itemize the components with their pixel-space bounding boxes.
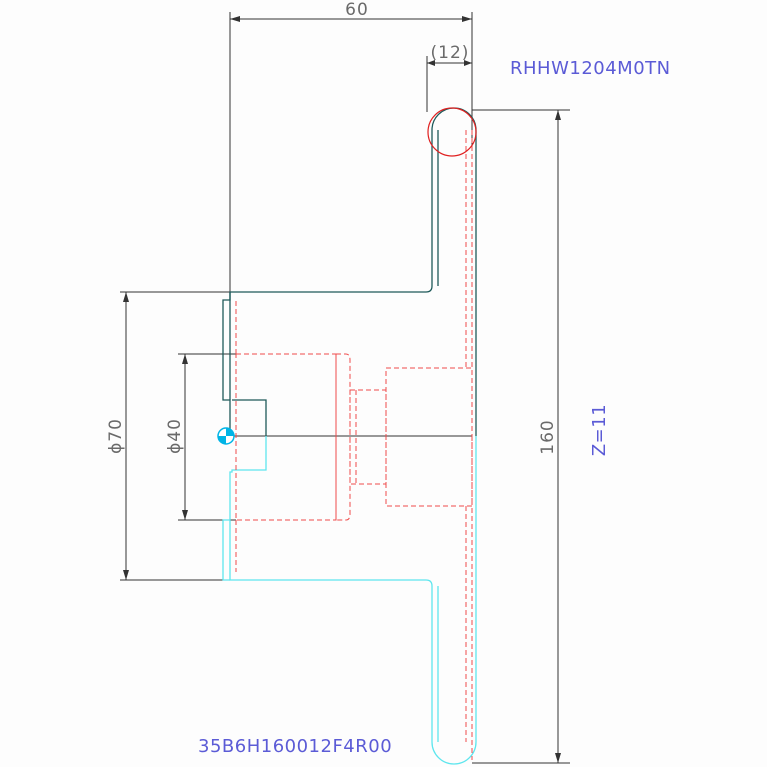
dimension-width-60: 60	[229, 0, 473, 300]
hidden-lines	[235, 130, 473, 760]
part-code-label: 35B6H160012F4R00	[198, 736, 392, 757]
teeth-count-label: Z=11	[589, 404, 610, 456]
center-mark-icon	[217, 427, 235, 445]
dim-label-60: 60	[345, 0, 369, 20]
dim-label-160: 160	[538, 419, 558, 454]
dimension-width-12: (12)	[426, 43, 473, 112]
dimension-height-160: 160	[472, 109, 570, 764]
cutter-code-label: RHHW1204M0TN	[510, 58, 671, 79]
dimension-dia-40: ϕ40	[165, 353, 236, 521]
outline-lower	[229, 436, 477, 765]
dim-label-dia-40: ϕ40	[165, 418, 185, 454]
dimension-dia-70: ϕ70	[106, 291, 232, 581]
insert-circle	[427, 107, 477, 157]
outline-upper	[222, 107, 477, 436]
dim-label-dia-70: ϕ70	[106, 418, 126, 454]
dim-label-12: (12)	[431, 43, 470, 63]
